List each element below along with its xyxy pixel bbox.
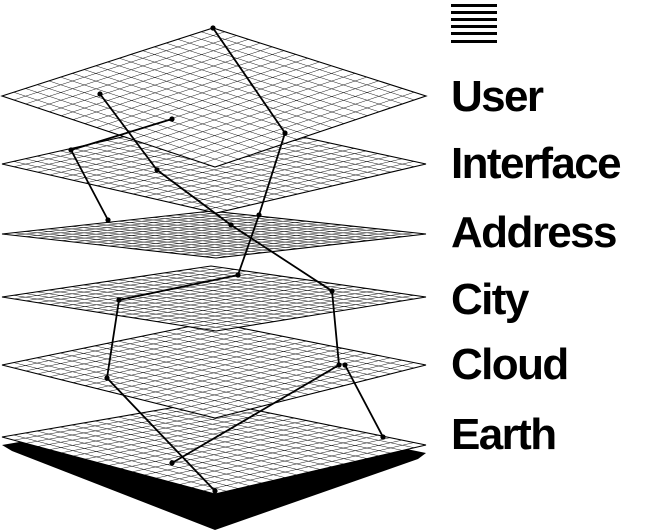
layer-label-earth: Earth xyxy=(451,410,557,459)
connection-path-b xyxy=(97,91,342,466)
grid-plane-cloud xyxy=(1,321,427,419)
grid-plane-earth xyxy=(1,400,427,495)
layer-label-user: User xyxy=(451,72,544,121)
grid-plane-user xyxy=(0,27,428,168)
layer-label-city: City xyxy=(451,275,529,324)
connection-path-a xyxy=(104,25,288,494)
grid-plane-city xyxy=(1,265,427,332)
connection-path-d xyxy=(342,362,386,440)
layer-label-interface: Interface xyxy=(451,139,622,188)
hamburger-menu-icon[interactable] xyxy=(451,4,497,44)
layer-label-cloud: Cloud xyxy=(451,340,569,389)
connection-path-c xyxy=(68,116,175,223)
grid-plane-address xyxy=(1,210,427,259)
layer-label-address: Address xyxy=(451,208,617,257)
